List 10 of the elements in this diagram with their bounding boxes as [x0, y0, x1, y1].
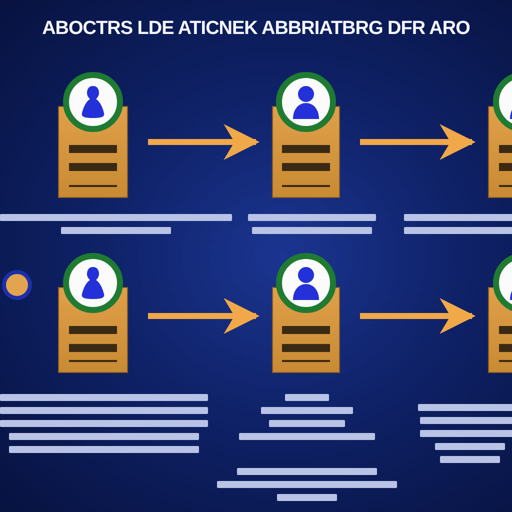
- diagram-title: ABOCTRS LDE ATICNEK ABBRIATBRG DFR ARO: [41, 18, 471, 40]
- arrow: [148, 124, 260, 160]
- profile-card: [58, 253, 128, 373]
- arrow: [360, 124, 476, 160]
- round-marker: [2, 270, 32, 300]
- profile-card: [58, 72, 128, 198]
- arrow: [360, 298, 476, 334]
- profile-card: [272, 253, 340, 373]
- profile-card: [272, 72, 340, 198]
- arrow: [148, 298, 260, 334]
